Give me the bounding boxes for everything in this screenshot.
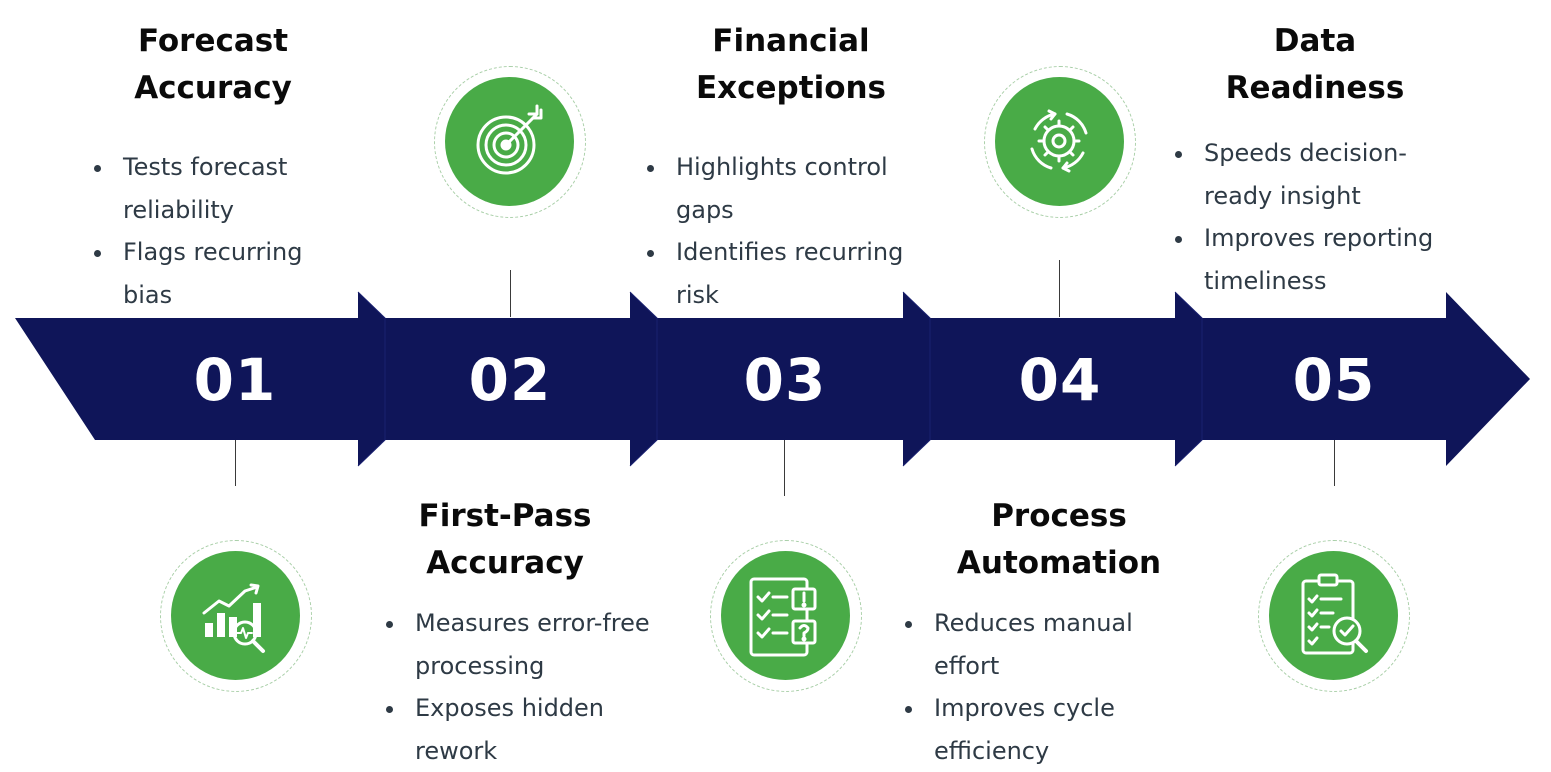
icon-circle-05 — [1258, 540, 1410, 692]
step-number-04: 04 — [1018, 346, 1102, 414]
bullet-item: Improves reporting timeliness — [1174, 217, 1474, 302]
icon-circle-01 — [160, 540, 312, 692]
bullet-item: Highlights control gaps — [646, 146, 916, 231]
arrow-band — [15, 292, 1530, 466]
step-number-01: 01 — [193, 346, 277, 414]
step-bullets-05: Speeds decision-ready insight Improves r… — [1174, 132, 1474, 302]
connector-01 — [235, 440, 236, 486]
checklist-exceptions-icon — [749, 577, 817, 657]
bullet-item: Reduces manual effort — [904, 602, 1144, 687]
bullet-item: Tests forecast reliability — [93, 146, 353, 231]
step-title-04: Process Automation — [956, 498, 1162, 581]
step-number-02: 02 — [468, 346, 552, 414]
arrow-segment-joint-1 — [357, 291, 386, 467]
step-bullets-04: Reduces manual effort Improves cycle eff… — [904, 602, 1144, 772]
step-title-03: Financial Exceptions — [695, 23, 887, 106]
step-title-02: First-Pass Accuracy — [418, 498, 592, 581]
connector-02 — [510, 270, 511, 317]
icon-circle-03 — [710, 540, 862, 692]
gear-cycle-icon — [1030, 109, 1088, 173]
step-bullets-02: Measures error-free processing Exposes h… — [385, 602, 675, 772]
target-icon — [476, 104, 543, 175]
bullet-item: Flags recurring bias — [93, 231, 353, 316]
bullet-item: Improves cycle efficiency — [904, 687, 1144, 772]
bullet-item: Speeds decision-ready insight — [1174, 132, 1474, 217]
clipboard-review-icon — [1301, 573, 1368, 655]
bullet-item: Identifies recurring risk — [646, 231, 916, 316]
icon-circle-04 — [984, 66, 1136, 218]
connector-03 — [784, 440, 785, 496]
timeline-infographic: 01 02 03 04 05 Forecast Accuracy Tests f… — [15, 23, 1530, 765]
icon-circle-02 — [434, 66, 586, 218]
step-number-03: 03 — [743, 346, 827, 414]
arrow-segment-joint-4 — [1174, 291, 1203, 467]
step-bullets-01: Tests forecast reliability Flags recurri… — [93, 146, 353, 316]
connector-05 — [1334, 440, 1335, 486]
bullet-item: Exposes hidden rework — [385, 687, 675, 772]
timeline-arrow — [15, 291, 1530, 467]
step-title-05: Data Readiness — [1225, 23, 1405, 106]
bullet-item: Measures error-free processing — [385, 602, 675, 687]
step-number-05: 05 — [1292, 346, 1376, 414]
arrow-segment-joint-3 — [902, 291, 931, 467]
connector-04 — [1059, 260, 1060, 317]
step-title-01: Forecast Accuracy — [134, 23, 292, 106]
step-bullets-03: Highlights control gaps Identifies recur… — [646, 146, 916, 316]
arrow-segment-joint-2 — [629, 291, 658, 467]
chart-analytics-icon — [202, 583, 265, 653]
